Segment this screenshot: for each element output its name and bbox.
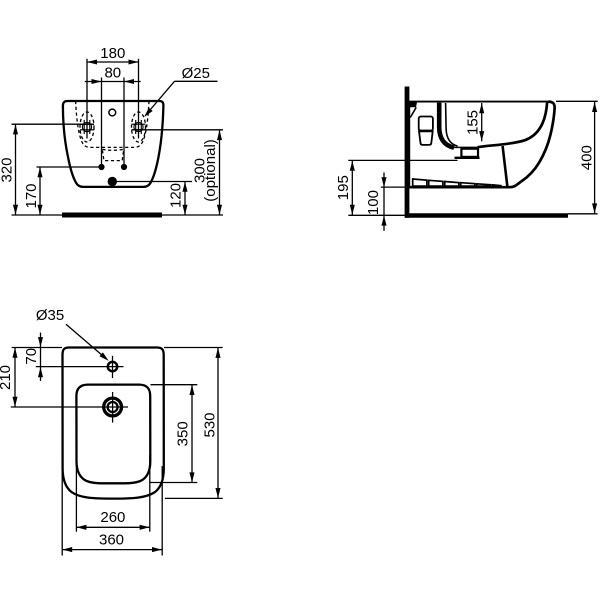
svg-text:Ø25: Ø25 [182, 65, 210, 82]
svg-text:320: 320 [0, 157, 15, 182]
svg-text:400: 400 [579, 145, 596, 170]
svg-text:195: 195 [335, 175, 352, 200]
svg-text:210: 210 [0, 365, 14, 390]
svg-text:300: 300 [192, 158, 209, 183]
svg-text:170: 170 [23, 183, 40, 208]
svg-text:180: 180 [100, 45, 125, 62]
svg-text:70: 70 [23, 348, 40, 365]
svg-text:360: 360 [99, 531, 124, 548]
svg-text:(optional): (optional) [202, 139, 219, 202]
svg-text:155: 155 [465, 110, 482, 135]
svg-text:Ø35: Ø35 [36, 307, 64, 324]
svg-text:350: 350 [175, 421, 192, 446]
svg-text:260: 260 [100, 509, 125, 526]
svg-text:120: 120 [168, 183, 185, 208]
svg-text:80: 80 [104, 64, 121, 81]
svg-text:100: 100 [365, 190, 382, 215]
svg-text:530: 530 [202, 412, 219, 437]
